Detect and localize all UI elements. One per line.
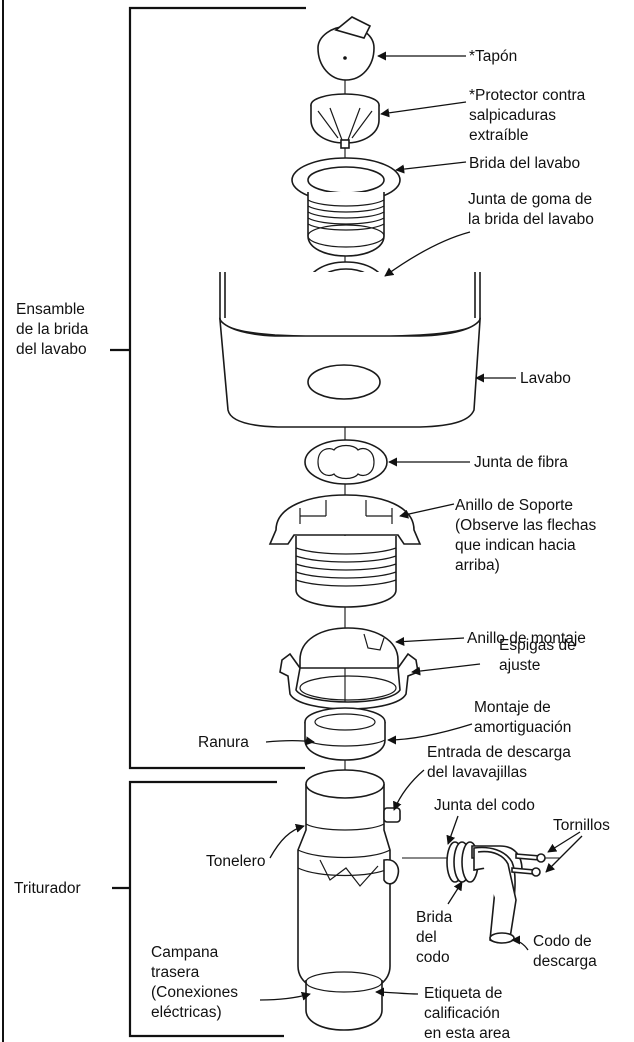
label-stopper: *Tapón	[469, 48, 517, 65]
leader-lines	[259, 51, 583, 1001]
label-flange-gasket: Junta de goma de la brida del lavabo	[468, 191, 596, 228]
splash-guard-part	[310, 93, 380, 149]
label-splash-guard: *Protector contra salpicaduras extraíble	[469, 87, 590, 144]
label-rating-label: Etiqueta de calificación en esta area	[424, 985, 511, 1042]
sink-part	[218, 272, 481, 428]
flange-assembly-bracket	[128, 6, 306, 770]
elbow-assembly-part	[402, 841, 560, 944]
label-mounting-ring: Anillo de montaje	[467, 630, 586, 647]
disposer-body-part	[297, 769, 401, 1031]
label-disposer: Triturador	[14, 880, 81, 897]
stopper-part	[317, 16, 375, 81]
label-support-ring: Anillo de Soporte (Observe las flechas q…	[455, 497, 601, 574]
label-sink-flange: Brida del lavabo	[469, 155, 580, 172]
label-end-bell: Campana trasera (Conexiones eléctricas)	[151, 944, 242, 1021]
sink-flange-part	[291, 157, 401, 257]
cushion-mount-part	[304, 707, 386, 761]
label-hopper: Tonelero	[206, 853, 265, 870]
label-flange-assembly: Ensamble de la brida del lavabo	[16, 301, 93, 358]
label-cushion-mount: Montaje de amortiguación	[474, 699, 571, 736]
label-elbow-flange: Brida del codo	[416, 909, 457, 966]
mounting-ring-part	[279, 627, 419, 710]
label-sink: Lavabo	[520, 370, 571, 387]
label-elbow-gasket: Junta del codo	[434, 797, 535, 814]
label-screws: Tornillos	[553, 817, 610, 834]
label-discharge-elbow: Codo de descarga	[533, 933, 597, 970]
support-ring-part	[268, 494, 422, 608]
label-adjust-pins: Espigas de ajuste	[499, 637, 580, 674]
disposer-bracket	[128, 780, 284, 1038]
fiber-gasket-part	[304, 439, 388, 485]
label-groove: Ranura	[198, 734, 249, 751]
label-fiber-gasket: Junta de fibra	[474, 454, 568, 471]
label-dishwasher-inlet: Entrada de descarga del lavavajillas	[427, 744, 575, 781]
